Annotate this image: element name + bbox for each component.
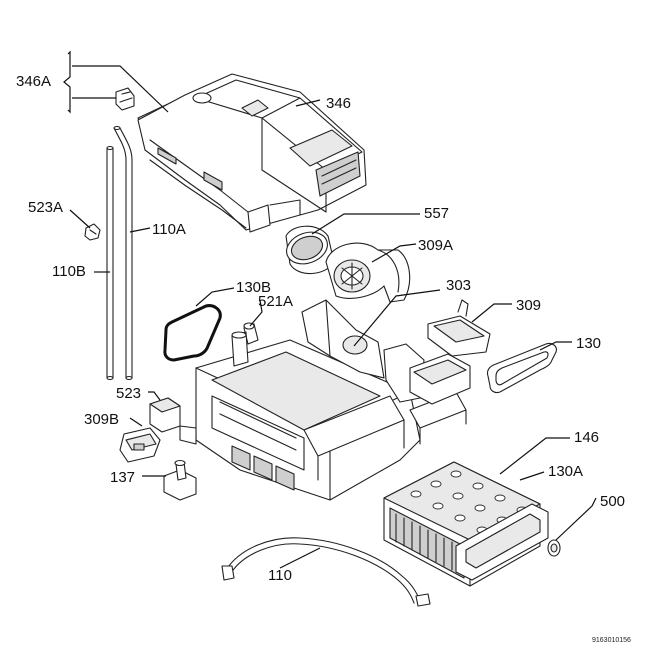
part-110B-hose (106, 145, 114, 381)
label-309A: 309A (418, 237, 453, 254)
document-number: 9163010156 (592, 637, 631, 644)
label-110B: 110B (52, 263, 86, 280)
label-130: 130 (576, 335, 601, 352)
label-309B: 309B (84, 411, 119, 428)
callout-labels: 346A 346 557 523A 110A 110B 309A 130B 52… (16, 73, 631, 644)
label-110A: 110A (152, 221, 186, 238)
label-309: 309 (516, 297, 541, 314)
label-137: 137 (110, 469, 135, 486)
part-523A-clip (84, 223, 101, 241)
part-110A-hose (113, 125, 133, 381)
label-146: 146 (574, 429, 599, 446)
label-346A: 346A (16, 73, 51, 90)
label-346: 346 (326, 95, 351, 112)
label-523A: 523A (28, 199, 63, 216)
part-346A-clip (115, 87, 135, 111)
part-130A-seal (455, 503, 549, 581)
part-346-container (137, 73, 367, 233)
part-110-hose (221, 537, 431, 607)
label-557: 557 (424, 205, 449, 222)
label-303: 303 (446, 277, 471, 294)
part-309B-bracket (119, 427, 161, 463)
part-137-fitting (163, 459, 197, 501)
label-500: 500 (600, 493, 625, 510)
leader-lines (63, 50, 597, 569)
part-500-knob (547, 539, 561, 557)
label-130A: 130A (548, 463, 583, 480)
part-309-duct (409, 299, 491, 405)
part-557-ring (285, 225, 335, 275)
part-523-switch (149, 397, 197, 445)
part-309A-fan-housing (325, 242, 411, 303)
part-130-gasket (486, 342, 557, 394)
part-130B-gasket (163, 304, 222, 362)
label-110: 110 (268, 567, 292, 584)
label-521A: 521A (258, 293, 293, 310)
label-130B: 130B (236, 279, 271, 296)
label-523: 523 (116, 385, 141, 402)
